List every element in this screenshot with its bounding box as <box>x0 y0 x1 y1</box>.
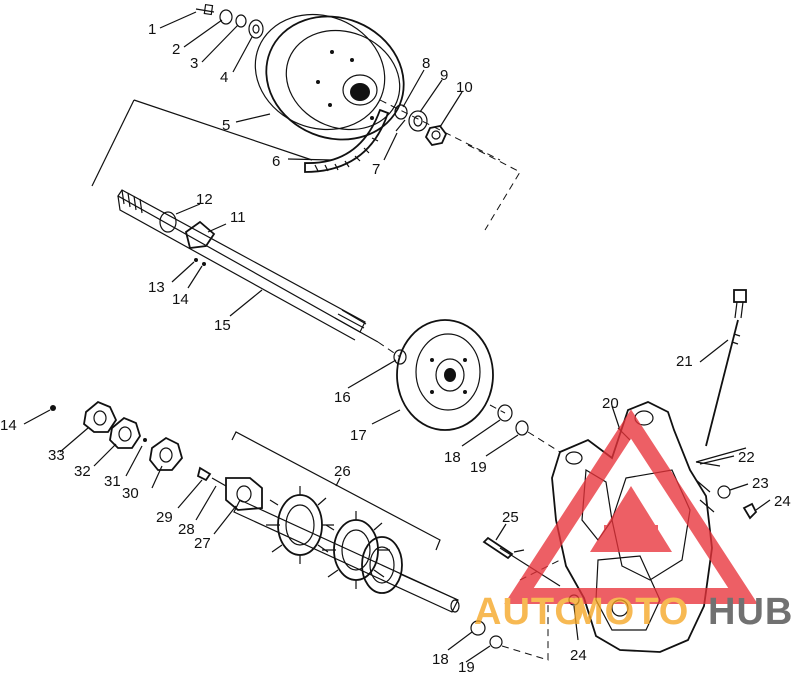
callout-8: 8 <box>422 55 430 72</box>
dipstick-part-21 <box>705 289 747 447</box>
spacer-part-28 <box>211 477 227 487</box>
callout-25: 25 <box>502 509 519 526</box>
callout-11: 11 <box>230 209 246 226</box>
sprocket-right <box>361 536 403 594</box>
callout-18-upper: 18 <box>444 449 461 466</box>
nut-part-13 <box>194 258 198 262</box>
callout-29: 29 <box>156 509 173 526</box>
drive-shaft-part-15 <box>117 189 379 343</box>
callout-17: 17 <box>350 427 367 444</box>
washer-part-31 <box>143 438 147 442</box>
brake-disc-part-17 <box>347 319 561 457</box>
nut-part-10 <box>424 125 448 146</box>
o-ring-part-19-upper <box>515 420 529 436</box>
bearing-part-18-lower <box>470 620 486 636</box>
watermark-inner-triangle-icon <box>590 486 672 552</box>
callout-1: 1 <box>148 21 156 38</box>
callout-14-lower: 14 <box>0 417 17 434</box>
washer-part-2 <box>219 9 233 25</box>
watermark-triangle-icon <box>504 409 758 604</box>
pin-part-22 <box>695 447 747 467</box>
callout-31: 31 <box>104 473 121 490</box>
callout-23: 23 <box>752 475 769 492</box>
callout-6: 6 <box>272 153 280 170</box>
plug-part-23 <box>717 485 731 499</box>
callout-30: 30 <box>122 485 139 502</box>
assembly-outline-frame <box>91 99 521 231</box>
callout-33: 33 <box>48 447 65 464</box>
o-ring-part-16 <box>393 349 407 365</box>
flange-part-32 <box>109 416 141 449</box>
bearing-part-18-upper <box>497 404 513 422</box>
callout-16: 16 <box>334 389 351 406</box>
o-ring-part-19-lower <box>489 635 503 649</box>
callout-5: 5 <box>222 117 230 134</box>
flange-part-33 <box>83 400 118 433</box>
bolt-part-25 <box>482 536 514 560</box>
callout-32: 32 <box>74 463 91 480</box>
callout-15: 15 <box>214 317 231 334</box>
nut-part-14-lower <box>50 405 56 411</box>
callout-19-upper: 19 <box>470 459 487 476</box>
seal-part-29 <box>196 466 212 482</box>
bearing-part-27 <box>225 477 263 511</box>
callout-24-right: 24 <box>774 493 791 510</box>
group-bracket-part-26 <box>231 431 441 551</box>
callout-14-upper: 14 <box>172 291 189 308</box>
callout-20: 20 <box>602 395 619 412</box>
watermark-logo: AUTO MOTO HUB <box>474 409 793 633</box>
callout-4: 4 <box>220 69 228 86</box>
callout-21: 21 <box>676 353 693 370</box>
chain-part-6 <box>304 108 390 173</box>
callout-22: 22 <box>738 449 755 466</box>
callout-19-lower: 19 <box>458 659 475 675</box>
watermark-text-hub: HUB <box>708 591 793 633</box>
callout-labels: 1 2 3 4 5 6 7 8 9 10 11 12 13 14 15 16 1… <box>0 21 791 675</box>
callout-24-lower: 24 <box>570 647 587 664</box>
sprocket-center <box>322 511 390 589</box>
callout-27: 27 <box>194 535 211 552</box>
track-drive-assembly <box>23 400 460 613</box>
track-shaft-part-26 <box>233 486 460 613</box>
callout-10: 10 <box>456 79 473 96</box>
watermark-text-moto: MOTO <box>572 591 689 633</box>
spacer-part-4 <box>248 19 264 39</box>
callout-13: 13 <box>148 279 165 296</box>
callout-18-lower: 18 <box>432 651 449 668</box>
nut-part-24-right <box>742 502 758 520</box>
flange-part-11 <box>184 220 216 249</box>
top-sprocket-assembly <box>159 3 501 173</box>
washer-part-8 <box>394 104 408 120</box>
driven-pulley-part-5 <box>254 13 405 141</box>
callout-28: 28 <box>178 521 195 538</box>
callout-9: 9 <box>440 67 448 84</box>
callout-26: 26 <box>334 463 351 480</box>
washer-part-14 <box>202 262 206 266</box>
callout-3: 3 <box>190 55 198 72</box>
watermark-text-auto: AUTO <box>474 591 585 633</box>
callout-7: 7 <box>372 161 380 178</box>
bearing-part-9 <box>408 110 428 132</box>
washer-part-3 <box>235 14 247 28</box>
callout-2: 2 <box>172 41 180 58</box>
flange-part-30 <box>149 436 183 471</box>
sprocket-left <box>266 486 334 564</box>
callout-12: 12 <box>196 191 213 208</box>
bearing-part-12 <box>159 211 177 233</box>
bolt-part-7 <box>395 119 406 132</box>
chaincase-housing <box>447 289 771 663</box>
